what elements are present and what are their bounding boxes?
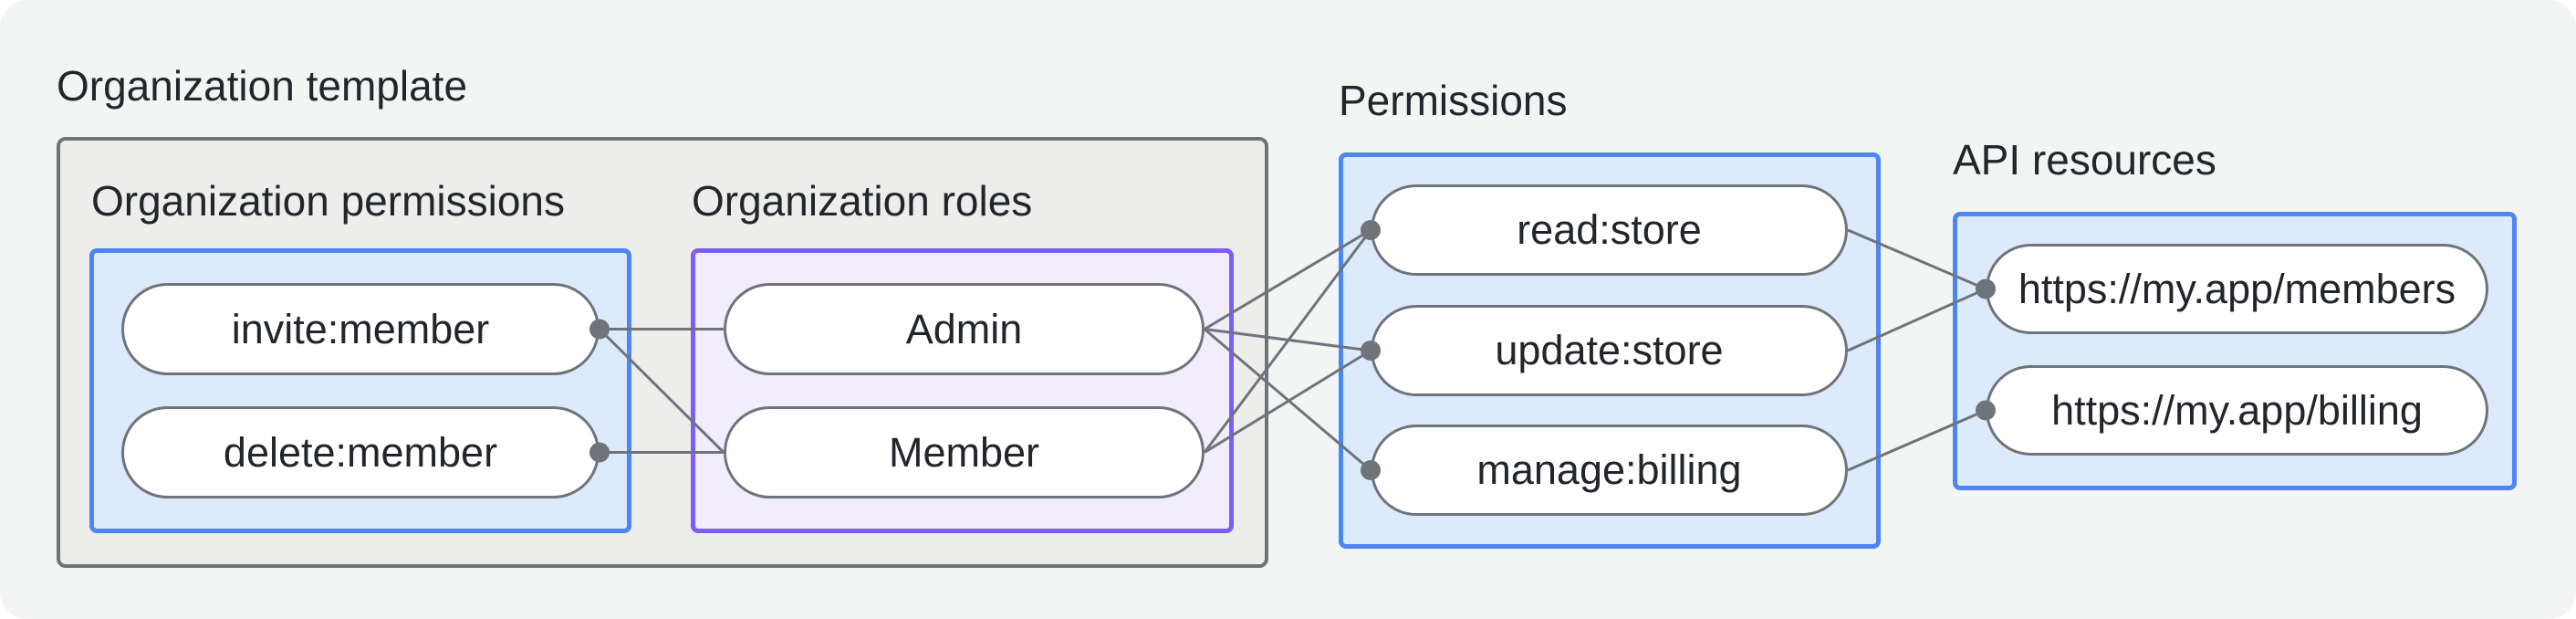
organization-template-label: Organization template	[57, 62, 468, 110]
node-member: Member	[724, 406, 1205, 498]
node-billing-url: https://my.app/billing	[1986, 365, 2488, 456]
node-read-store: read:store	[1371, 184, 1848, 276]
permissions-label: Permissions	[1339, 77, 1568, 124]
organization-permissions-label: Organization permissions	[91, 177, 566, 225]
api-resources-label: API resources	[1953, 136, 2216, 184]
node-update-store: update:store	[1371, 305, 1848, 396]
node-invite-member: invite:member	[121, 283, 600, 375]
node-manage-billing: manage:billing	[1371, 425, 1848, 516]
organization-roles-label: Organization roles	[692, 177, 1033, 225]
node-admin: Admin	[724, 283, 1205, 375]
node-members-url: https://my.app/members	[1986, 244, 2488, 334]
node-delete-member: delete:member	[121, 406, 600, 498]
